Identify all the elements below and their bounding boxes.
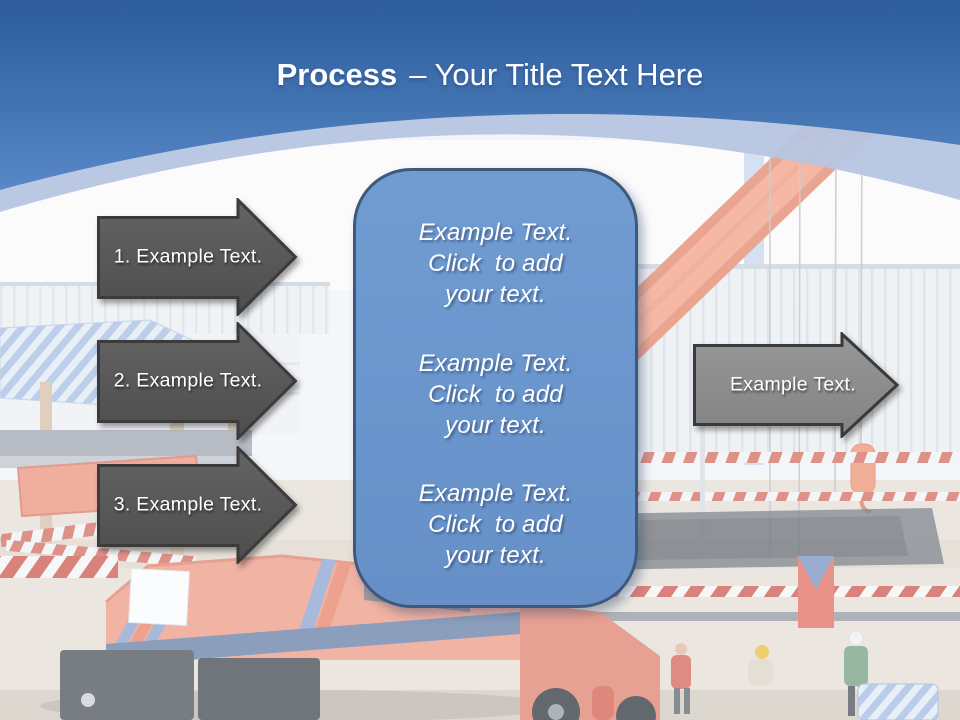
striped-tarp-small — [857, 683, 939, 720]
arrow-label: 1. Example Text. — [113, 245, 263, 268]
workers — [671, 630, 868, 716]
title-subtitle: – Your Title Text Here — [409, 57, 704, 92]
process-arrow-1[interactable]: 1. Example Text. — [97, 198, 298, 316]
process-arrow-3[interactable]: 3. Example Text. — [97, 446, 298, 564]
material-stack — [0, 430, 252, 456]
arrow-label: 2. Example Text. — [113, 369, 263, 392]
panel-text-block-3[interactable]: Example Text. Click to add your text. — [418, 480, 573, 569]
crane-truck — [60, 554, 660, 720]
hoist-block — [798, 556, 834, 628]
red-cylinder — [592, 686, 614, 720]
right-arrow-shape-icon — [97, 198, 298, 316]
scaffold-rail — [470, 612, 960, 621]
right-arrow-shape-icon — [97, 322, 298, 440]
right-arrow-shape-icon — [97, 446, 298, 564]
slide-title[interactable]: Process – Your Title Text Here — [0, 52, 960, 98]
arrow-label: Example Text. — [729, 373, 856, 396]
panel-text-block-1[interactable]: Example Text. Click to add your text. — [418, 219, 573, 308]
right-arrow-shape-icon — [693, 332, 899, 438]
panel-text-block-2[interactable]: Example Text. Click to add your text. — [418, 349, 573, 439]
title-keyword: Process — [276, 57, 398, 92]
header-curve — [0, 0, 960, 190]
process-arrow-2[interactable]: 2. Example Text. — [97, 322, 298, 440]
center-text-panel[interactable]: Example Text. Click to add your text. Ex… — [353, 168, 638, 608]
truck-sign-plate — [128, 567, 190, 627]
output-arrow[interactable]: Example Text. — [693, 332, 899, 438]
excavation-pit — [588, 508, 944, 570]
arrow-label: 3. Example Text. — [113, 493, 263, 516]
